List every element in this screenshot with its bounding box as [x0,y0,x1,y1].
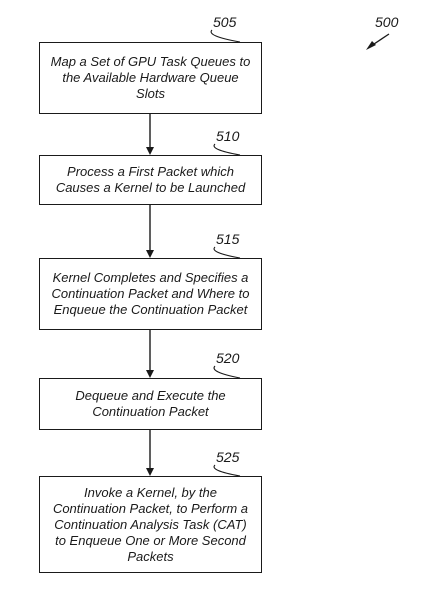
step-text-line: Kernel Completes and Specifies a [52,270,249,285]
step-text-line: Invoke a Kernel, by the [84,484,217,500]
step-reference-number: 505 [213,14,237,30]
flow-arrow-head [146,370,154,378]
step-text-line: Process a First Packet which [67,164,234,179]
step-box-invoke-kernel-cat: Invoke a Kernel, by the Continuation Pac… [39,476,262,573]
figure-reference-arrow-head [366,41,376,50]
step-text-line: Dequeue and Execute the [75,388,226,403]
step-text-line: Causes a Kernel to be Launched [55,180,246,195]
step-text-line: Packets [127,548,174,564]
reference-leader-line [210,29,241,43]
step-text-line: Continuation Packet [92,404,209,419]
step-reference-number: 520 [216,350,240,366]
reference-leader-line [213,246,241,259]
figure-reference-number: 500 [375,14,399,30]
step-text-line: to Enqueue One or More Second [55,532,246,548]
step-text-line: Continuation Packet, to Perform a [52,500,249,516]
step-reference-number: 525 [216,449,240,465]
step-reference-number: 510 [216,128,240,144]
step-reference-number: 515 [216,231,240,247]
step-text-line: Map a Set of GPU Task Queues to [50,54,251,69]
reference-leader-line [213,464,241,477]
flow-arrow-head [146,250,154,258]
step-text-line: the Available Hardware Queue [62,70,239,85]
step-text-line: Enqueue the Continuation Packet [53,302,248,317]
flow-arrow-head [146,468,154,476]
step-text-line: Slots [136,86,165,101]
reference-leader-line [213,365,241,379]
step-box-process-first-packet: Process a First Packet which Causes a Ke… [39,155,262,205]
step-box-dequeue-execute: Dequeue and Execute the Continuation Pac… [39,378,262,430]
step-text-line: Continuation Analysis Task (CAT) [54,516,247,532]
flow-arrow-head [146,147,154,155]
step-text-line: Continuation Packet and Where to [51,286,250,301]
step-box-kernel-completes: Kernel Completes and Specifies a Continu… [39,258,262,330]
step-box-map-queues: Map a Set of GPU Task Queues to the Avai… [39,42,262,114]
reference-leader-line [213,143,241,156]
